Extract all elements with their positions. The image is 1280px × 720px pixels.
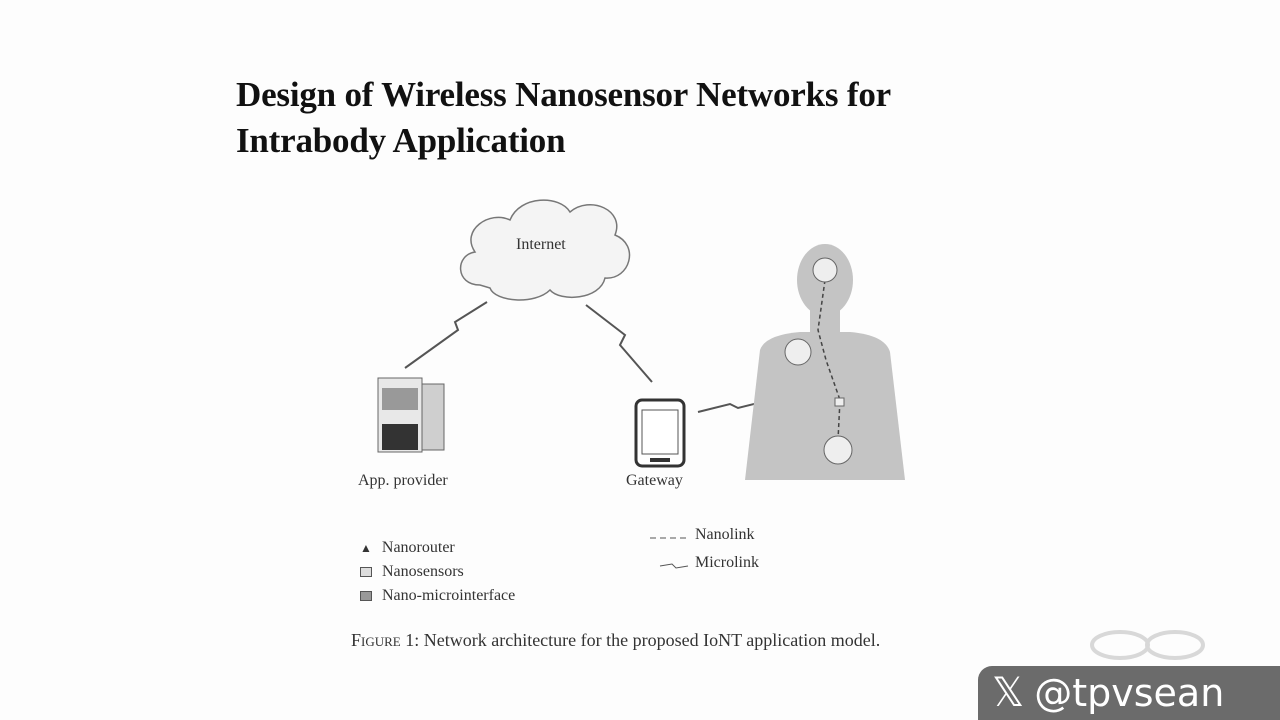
watermark-logo bbox=[1090, 630, 1205, 660]
x-logo-icon: 𝕏 bbox=[992, 670, 1025, 716]
title-line-1: Design of Wireless Nanosensor Networks f… bbox=[236, 75, 891, 114]
legend-label: Nanorouter bbox=[381, 539, 455, 556]
caption-text: Network architecture for the proposed Io… bbox=[423, 630, 881, 650]
microlink-right bbox=[585, 304, 653, 383]
watermark-badge: 𝕏 @tpvsean bbox=[978, 666, 1280, 720]
microlink-legend-symbol bbox=[659, 563, 689, 569]
legend-nano-microinterface: Nano-microinterface bbox=[360, 587, 515, 605]
cloud-icon bbox=[459, 199, 631, 301]
caption-prefix: Figure 1: bbox=[351, 630, 420, 650]
legend-microlink: Microlink bbox=[695, 554, 759, 571]
nano-microinterface-icon bbox=[360, 591, 372, 601]
nanosensor-clusters bbox=[784, 257, 853, 465]
microlink-left bbox=[404, 301, 488, 369]
legend-label: Nanosensors bbox=[382, 563, 464, 580]
internet-label: Internet bbox=[516, 236, 566, 253]
paper-title: Design of Wireless Nanosensor Networks f… bbox=[236, 72, 891, 164]
legend-label: Nano-microinterface bbox=[382, 587, 516, 604]
gateway-label: Gateway bbox=[626, 472, 683, 489]
figure-caption: Figure 1: Network architecture for the p… bbox=[351, 628, 941, 653]
server-icon bbox=[377, 377, 445, 453]
app-provider-label: App. provider bbox=[358, 472, 448, 489]
nanorouter-icon: ▲ bbox=[360, 540, 372, 555]
title-line-2: Intrabody Application bbox=[236, 121, 566, 160]
legend-nanosensors: Nanosensors bbox=[360, 563, 464, 581]
legend-nanorouter: ▲ Nanorouter bbox=[360, 539, 455, 557]
legend-nanolink: Nanolink bbox=[695, 526, 755, 543]
nanosensor-icon bbox=[360, 567, 372, 577]
smartphone-icon bbox=[634, 398, 686, 468]
watermark-handle: @tpvsean bbox=[1034, 671, 1225, 715]
human-body-icon bbox=[745, 244, 905, 480]
